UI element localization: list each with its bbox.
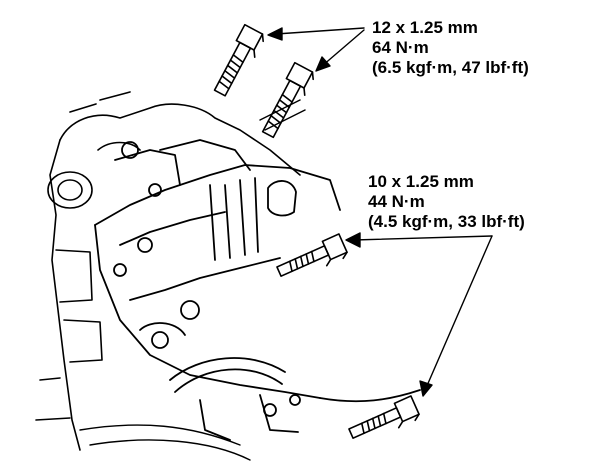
arrowhead-b2 — [419, 380, 433, 397]
leader-arrows — [267, 27, 493, 397]
mount-bracket — [94, 139, 421, 441]
arrowhead-a2 — [315, 56, 331, 72]
torque-spec-upper: 12 x 1.25 mm 64 N·m (6.5 kgf·m, 47 lbf·f… — [372, 18, 529, 78]
torque-nm-label: 64 N·m — [372, 38, 429, 57]
torque-alt-label: (4.5 kgf·m, 33 lbf·ft) — [368, 212, 525, 231]
torque-nm-label: 44 N·m — [368, 192, 425, 211]
hose-lines — [79, 99, 306, 461]
torque-alt-label: (6.5 kgf·m, 47 lbf·ft) — [372, 58, 529, 77]
leader-line-a2 — [321, 29, 365, 67]
bolt-size-label: 12 x 1.25 mm — [372, 18, 478, 37]
arrowhead-b1 — [345, 232, 361, 248]
leader-line-b2 — [425, 235, 493, 389]
torque-spec-lower: 10 x 1.25 mm 44 N·m (4.5 kgf·m, 33 lbf·f… — [368, 172, 525, 232]
arrowhead-a1 — [267, 27, 283, 41]
bolt-middle-right — [276, 233, 348, 277]
leader-line-a1 — [275, 27, 365, 35]
engine-block — [35, 91, 301, 451]
leader-line-b1 — [353, 235, 493, 241]
bolt-upper-right — [261, 61, 314, 139]
bolt-bottom-right — [348, 395, 420, 439]
bolt-size-label: 10 x 1.25 mm — [368, 172, 474, 191]
bolt-upper-left — [213, 23, 264, 97]
